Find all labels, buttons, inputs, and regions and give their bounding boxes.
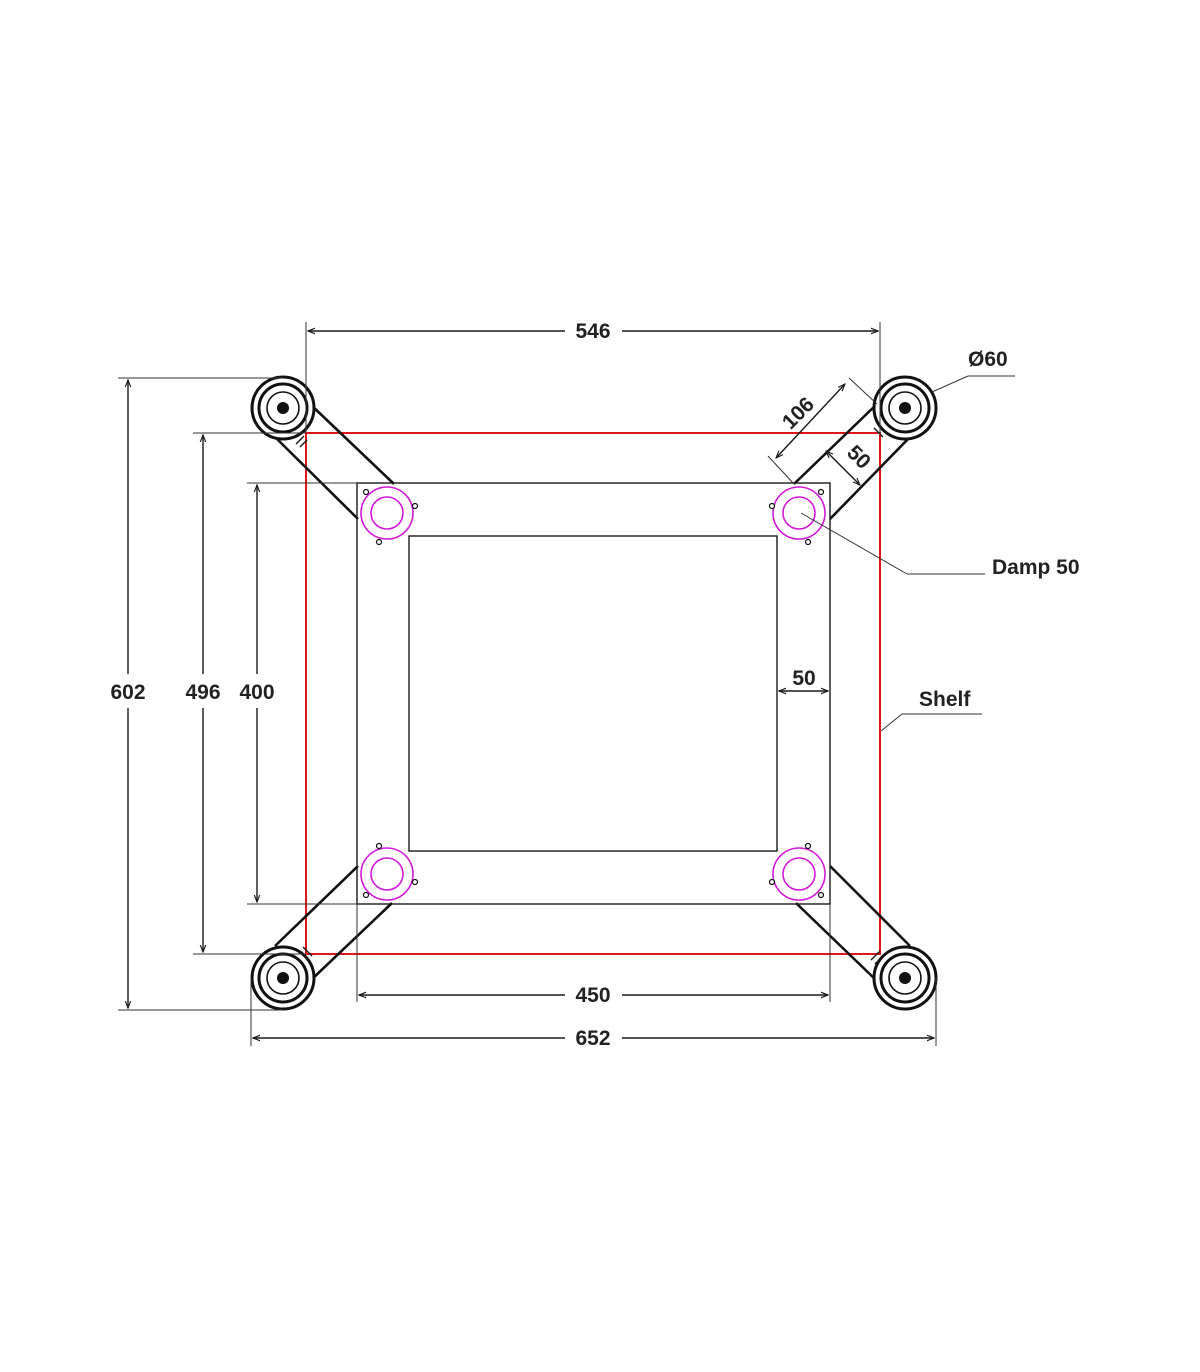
top-width-label: 546 (575, 320, 610, 343)
foot-top-right (872, 375, 938, 441)
feet (250, 375, 938, 1011)
arm-width-label: 50 (842, 441, 875, 474)
callout-shelf: Shelf (880, 688, 982, 732)
frame-inner-opening (408, 535, 778, 852)
arm-length-label: 106 (778, 393, 819, 434)
damp-label: Damp 50 (992, 556, 1080, 579)
dimension-inner-width: 450 (356, 904, 831, 1007)
damper-bottom-right (768, 842, 826, 901)
shelf-label: Shelf (919, 688, 971, 711)
dimension-outer-width: 652 (250, 978, 937, 1050)
callout-damp: Damp 50 (800, 512, 1080, 579)
frame-outer (356, 482, 831, 905)
dimension-inner-height: 400 (239, 482, 357, 905)
outer-width-label: 652 (575, 1027, 610, 1050)
foot-bottom-right (872, 945, 938, 1011)
callout-foot-diameter: Ø60 (931, 348, 1015, 393)
dimension-top-width: 546 (305, 320, 881, 433)
foot-bottom-left (250, 945, 316, 1011)
arm-top-left (274, 403, 395, 520)
dimension-frame-border: 50 (779, 667, 828, 691)
dimension-outer-height: 602 (110, 377, 283, 1011)
shelf-height-label: 496 (185, 681, 220, 704)
frame-border-label: 50 (792, 667, 815, 690)
dimension-shelf-height: 496 (185, 432, 306, 955)
damper-top-left (360, 486, 419, 546)
damper-bottom-left (360, 842, 419, 901)
foot-diameter-label: Ø60 (968, 348, 1008, 371)
damper-top-right (768, 486, 826, 546)
dampers (360, 486, 826, 901)
outer-height-label: 602 (110, 681, 145, 704)
foot-top-left (250, 375, 316, 441)
inner-width-label: 450 (575, 984, 610, 1007)
shelf-outline (305, 432, 881, 955)
inner-height-label: 400 (239, 681, 274, 704)
